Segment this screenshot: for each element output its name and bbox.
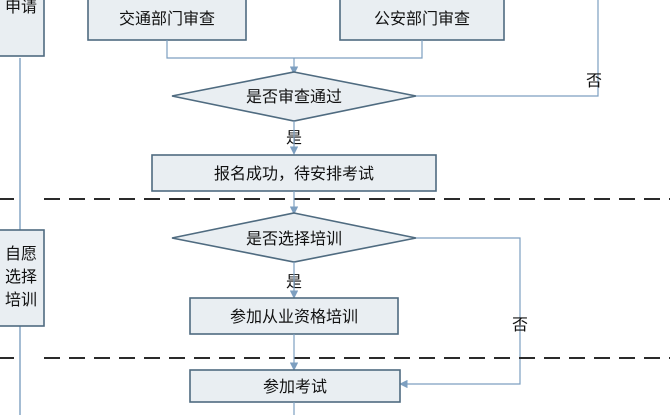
- signup-success-label: 报名成功，待安排考试: [214, 164, 374, 183]
- police-review-box: 公安部门审查: [339, 0, 505, 41]
- review-passed-diamond: 是否审查通过: [171, 71, 417, 122]
- take-exam-label: 参加考试: [263, 377, 327, 396]
- traffic-review-box: 交通部门审查: [87, 0, 247, 41]
- voluntary-line-2: 选择: [5, 267, 37, 286]
- review-no-connector: [416, 0, 599, 97]
- choose-training-label: 是否选择培训: [246, 229, 342, 248]
- voluntary-line-3: 培训: [5, 290, 37, 309]
- merge-connector: [166, 40, 423, 59]
- choose-training-diamond: 是否选择培训: [171, 212, 417, 263]
- training-no-label: 否: [512, 315, 528, 334]
- take-exam-box: 参加考试: [189, 369, 401, 403]
- police-review-label: 公安部门审查: [374, 9, 470, 28]
- attend-training-box: 参加从业资格培训: [189, 297, 399, 335]
- voluntary-line-1: 自愿: [5, 244, 37, 263]
- review-passed-label: 是否审查通过: [246, 87, 342, 106]
- apply-box: 申请: [0, 0, 45, 57]
- attend-training-label: 参加从业资格培训: [230, 307, 358, 326]
- apply-label: 申请: [5, 0, 37, 16]
- voluntary-training-box: 自愿 选择 培训: [0, 229, 45, 327]
- review-no-label: 否: [586, 71, 602, 90]
- training-no-connector: [399, 237, 521, 389]
- signup-success-box: 报名成功，待安排考试: [151, 154, 437, 192]
- traffic-review-label: 交通部门审查: [119, 9, 215, 28]
